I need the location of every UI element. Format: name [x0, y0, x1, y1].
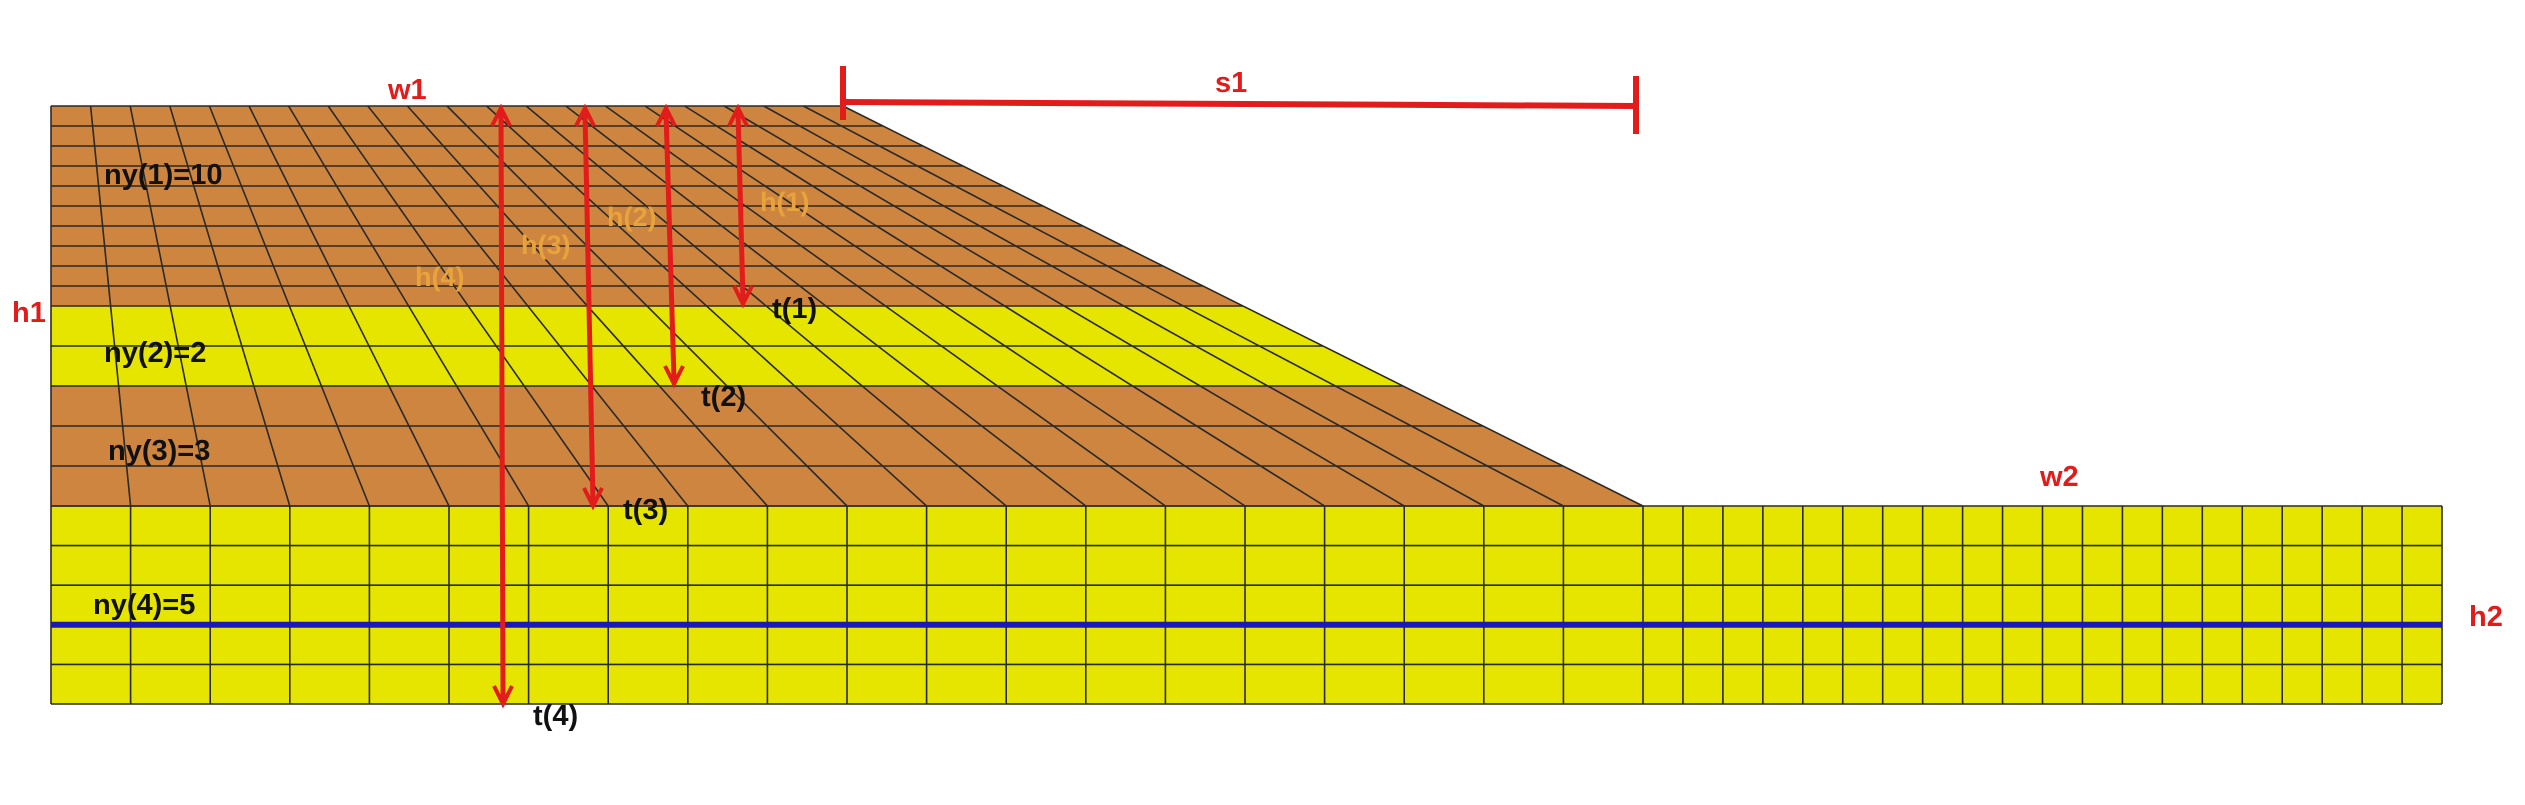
mesh-column-line	[169, 105, 291, 507]
t2-label: t(2)	[701, 381, 746, 413]
ny3-label: ny(3)=3	[108, 435, 210, 467]
h1-dimension-arrow	[727, 103, 754, 309]
mesh-column-line	[129, 105, 211, 507]
mesh-column-line	[565, 105, 1087, 507]
h4-dimension-arrow-shaft	[498, 111, 506, 701]
mesh-column-line	[208, 105, 371, 507]
h3-dimension-arrow-head-bottom	[582, 487, 604, 511]
h2-dimension-arrow	[655, 103, 685, 389]
mesh-column-line	[287, 105, 530, 507]
ny4-label: ny(4)=5	[93, 589, 195, 621]
h4-dimension-arrow-head-top	[490, 103, 512, 127]
h3-dimension-arrow-shaft	[582, 111, 596, 503]
s1-label: s1	[1215, 67, 1247, 99]
mesh-grid	[50, 105, 2443, 705]
h2-dimension-arrow-head-bottom	[663, 365, 685, 389]
dimension-lines	[490, 66, 1639, 709]
mesh-column-line	[723, 105, 1405, 507]
mesh-column-line	[89, 105, 132, 507]
w2-label: w2	[2039, 461, 2079, 493]
mesh-column-line	[327, 105, 609, 507]
w1-label: w1	[387, 74, 427, 106]
layer-4-fill	[51, 506, 2442, 704]
h2-depth-label: h(2)	[607, 202, 657, 232]
h3-depth-label: h(3)	[521, 230, 571, 260]
mesh-column-line	[644, 105, 1246, 507]
h4-dimension-arrow	[490, 103, 514, 709]
h2-label: h2	[2469, 601, 2503, 633]
mesh-column-line	[842, 105, 1644, 507]
h3-dimension-arrow-head-top	[574, 103, 596, 127]
t3-label: t(3)	[623, 494, 668, 526]
mesh-column-line	[446, 105, 848, 507]
h1-depth-label: h(1)	[760, 187, 810, 217]
mesh-column-line	[248, 105, 450, 507]
mesh-column-line	[367, 105, 689, 507]
h1-dimension-arrow-head-top	[727, 103, 749, 127]
s1-dimension	[840, 66, 1639, 134]
h4-depth-label: h(4)	[415, 262, 465, 292]
mesh-column-line	[684, 105, 1326, 507]
layer-3-fill	[51, 386, 1643, 506]
ny2-label: ny(2)=2	[104, 337, 206, 369]
h2-dimension-arrow-head-top	[655, 103, 677, 127]
mesh-column-line	[604, 105, 1166, 507]
h4-dimension-arrow-head-bottom	[492, 685, 514, 709]
t1-label: t(1)	[772, 293, 817, 325]
s1-bar	[842, 99, 1637, 109]
h3-dimension-arrow	[574, 103, 604, 511]
mesh-column-line	[486, 105, 928, 507]
mesh-column-line	[525, 105, 1007, 507]
ny1-label: ny(1)=10	[104, 159, 222, 191]
h2-dimension-arrow-shaft	[663, 111, 677, 381]
mesh-column-line	[763, 105, 1485, 507]
h1-dimension-arrow-head-bottom	[732, 285, 754, 309]
h1-dimension-arrow-shaft	[735, 111, 746, 301]
mesh-column-line	[803, 105, 1564, 507]
t4-label: t(4)	[533, 700, 578, 732]
h1-label: h1	[12, 297, 46, 329]
layer-fills	[51, 106, 2442, 704]
